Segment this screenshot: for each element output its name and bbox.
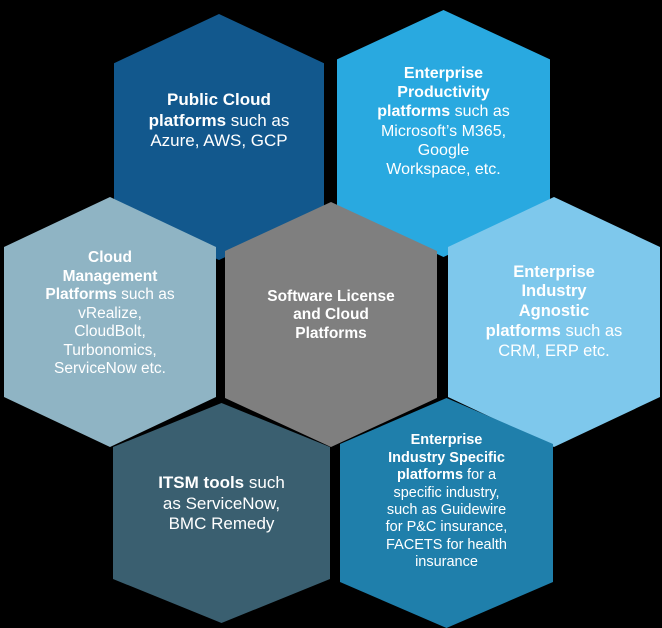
hexagon-public-cloud-label: Public Cloud platforms such as Azure, AW… [148,90,290,151]
hexagon-software-license-center: Software License and Cloud Platforms [225,202,437,447]
hexagon-itsm-tools: ITSM tools such as ServiceNow, BMC Remed… [113,403,330,623]
hexagon-cloud-management: Cloud Management Platforms such as vReal… [4,197,216,447]
hexagon-software-license-center-label: Software License and Cloud Platforms [267,287,395,342]
hexagon-industry-specific: Enterprise Industry Specific platforms f… [340,398,553,628]
hexagon-enterprise-productivity: Enterprise Productivity platforms such a… [337,10,550,257]
hexagon-industry-specific-label: Enterprise Industry Specific platforms f… [385,432,508,571]
hexagon-enterprise-productivity-label: Enterprise Productivity platforms such a… [377,64,510,178]
hexagon-itsm-tools-label: ITSM tools such as ServiceNow, BMC Remed… [158,473,285,534]
hexagon-industry-agnostic-label: Enterprise Industry Agnostic platforms s… [485,262,623,360]
hexagon-cloud-management-label: Cloud Management Platforms such as vReal… [45,248,175,378]
hexagon-industry-agnostic: Enterprise Industry Agnostic platforms s… [448,197,660,447]
